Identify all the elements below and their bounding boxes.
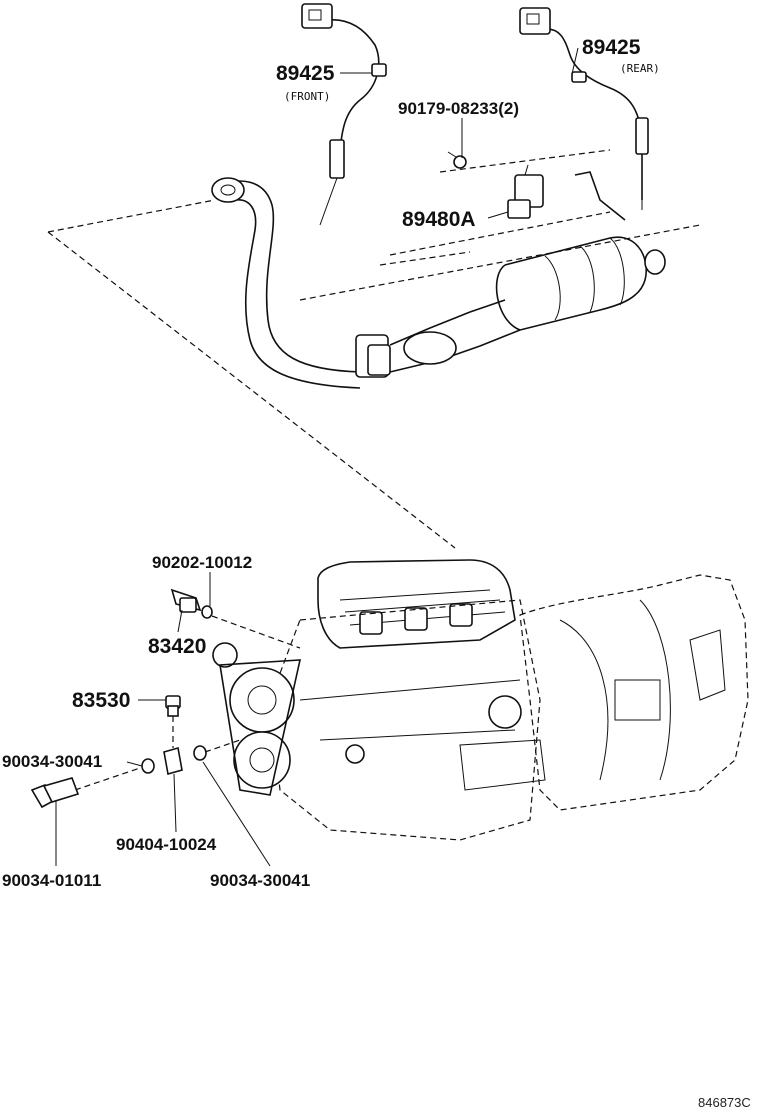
label-bracket-number: 89480A <box>402 208 476 231</box>
part-labels: 89425 (FRONT) 89425 (REAR) 90179-08233(2… <box>2 36 751 1110</box>
label-diagram-code: 846873C <box>698 1095 751 1110</box>
label-sensor-rear-position: (REAR) <box>620 62 660 75</box>
label-sensor-front-number: 89425 <box>276 62 335 85</box>
label-bolt-number: 90179-08233(2) <box>398 99 519 118</box>
label-sensor-rear-number: 89425 <box>582 36 641 59</box>
engine-assembly <box>212 559 749 841</box>
label-gasket-right-number: 90034-30041 <box>210 871 310 890</box>
label-gasket-left-number: 90034-30041 <box>2 752 102 771</box>
label-switch-number: 83420 <box>148 635 206 658</box>
label-gasket-top-number: 90202-10012 <box>152 553 252 572</box>
sensor-parts <box>30 588 301 809</box>
label-sensor-front-position: (FRONT) <box>284 90 330 103</box>
exhaust-assembly <box>47 3 701 549</box>
label-sender-number: 83530 <box>72 689 130 712</box>
label-union-number: 90404-10024 <box>116 835 217 854</box>
leader-lines <box>55 47 579 867</box>
label-union-bolt-number: 90034-01011 <box>2 871 101 890</box>
